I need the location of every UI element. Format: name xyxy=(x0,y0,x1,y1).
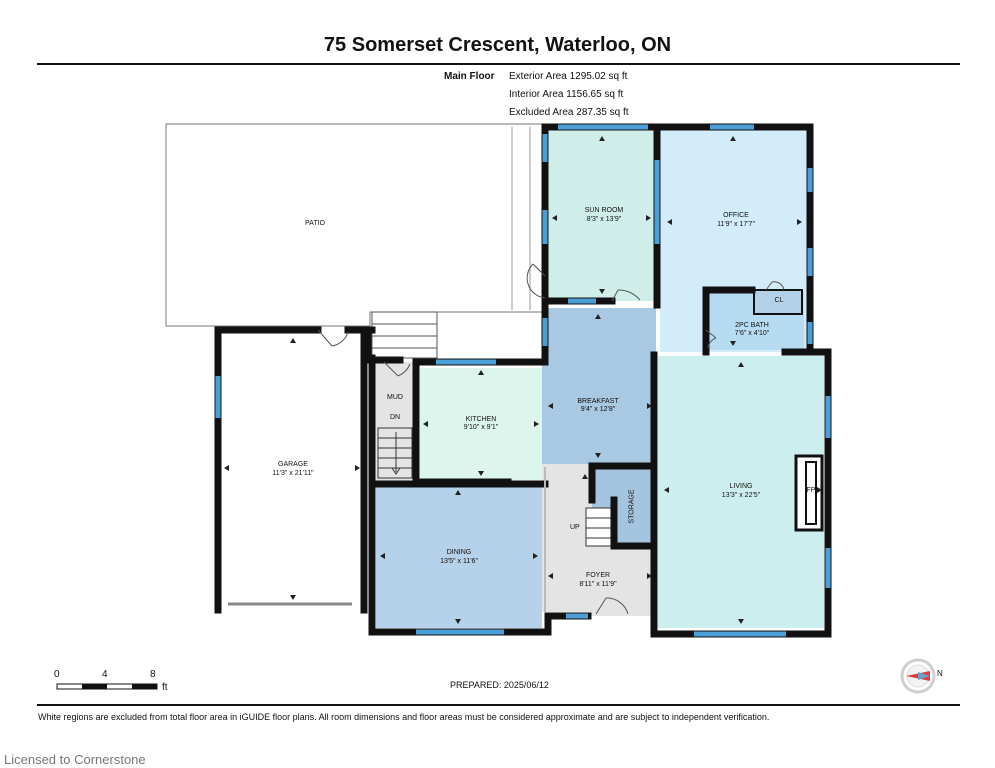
room-foyer: FOYER 8'11" x 11'9" xyxy=(558,571,638,589)
room-name: STORAGE xyxy=(628,489,636,524)
stair-up-label: UP xyxy=(570,524,580,531)
excluded-area: Excluded Area 287.35 sq ft xyxy=(509,107,629,118)
room-name: PATIO xyxy=(305,220,325,227)
room-breakfast: BREAKFAST 9'4" x 12'8" xyxy=(556,398,640,414)
room-patio: PATIO xyxy=(260,220,370,227)
room-sunroom: SUN ROOM 8'3" x 13'9" xyxy=(562,206,646,224)
room-dims: 13'3" x 22'5" xyxy=(721,492,761,499)
room-name: LIVING xyxy=(729,483,753,490)
room-closet: CL xyxy=(764,297,794,304)
scale-unit: ft xyxy=(162,682,168,693)
room-name: DINING xyxy=(446,549,472,556)
room-name: 2PC BATH xyxy=(735,322,769,329)
breakfast-floor xyxy=(542,308,656,464)
floor-label: Main Floor xyxy=(444,71,495,82)
room-name: OFFICE xyxy=(723,212,749,219)
room-garage: GARAGE 11'3" x 21'11" xyxy=(250,460,336,478)
room-dims: 9'10" x 9'1" xyxy=(463,424,499,431)
scale-mark: 8 xyxy=(150,669,156,680)
room-name: KITCHEN xyxy=(465,416,497,423)
scale-mark: 0 xyxy=(54,669,60,680)
room-dims: 7'6" x 4'10" xyxy=(734,330,770,337)
room-name: BREAKFAST xyxy=(577,398,619,405)
dining-floor xyxy=(376,486,542,628)
room-office: OFFICE 11'9" x 17'7" xyxy=(694,211,778,229)
fireplace xyxy=(794,454,824,532)
door-swings xyxy=(317,263,785,615)
dimension-arrows xyxy=(224,136,822,624)
compass-icon xyxy=(900,658,936,694)
mud-floor xyxy=(372,362,418,482)
garage-floor xyxy=(222,333,364,607)
interior-area: Interior Area 1156.65 sq ft xyxy=(509,89,624,100)
room-dims: 13'5" x 11'6" xyxy=(440,558,478,565)
exterior-steps xyxy=(371,311,438,359)
exterior-area: Exterior Area 1295.02 sq ft xyxy=(509,71,628,82)
room-living: LIVING 13'3" x 22'5" xyxy=(696,482,786,500)
sunroom-floor xyxy=(548,130,656,301)
room-storage: STORAGE xyxy=(629,477,636,537)
room-dims: 8'3" x 13'9" xyxy=(586,216,622,223)
prepared-date: PREPARED: 2025/06/12 xyxy=(450,680,549,690)
room-bath: 2PC BATH 7'6" x 4'10" xyxy=(712,322,792,338)
room-dims: 8'11" x 11'9" xyxy=(579,581,617,588)
fireplace-label: FP xyxy=(806,487,816,494)
stair-up xyxy=(585,507,615,547)
room-dining: DINING 13'5" x 11'6" xyxy=(416,548,502,566)
closet-floor xyxy=(753,289,803,315)
room-dims: 11'9" x 17'7" xyxy=(717,221,755,228)
title-rule xyxy=(37,63,960,65)
room-name: FOYER xyxy=(585,572,611,579)
footer-rule xyxy=(37,704,960,706)
kitchen-floor xyxy=(420,368,542,480)
room-kitchen: KITCHEN 9'10" x 9'1" xyxy=(440,416,522,432)
scale-mark: 4 xyxy=(102,669,108,680)
room-name: SUN ROOM xyxy=(584,207,624,214)
windows xyxy=(215,124,831,637)
room-dims: 9'4" x 12'8" xyxy=(580,406,616,413)
footnote: White regions are excluded from total fl… xyxy=(38,712,770,722)
license-watermark: Licensed to Cornerstone xyxy=(4,752,146,767)
plan-title: 75 Somerset Crescent, Waterloo, ON xyxy=(323,34,672,56)
room-name: CL xyxy=(774,297,784,304)
compass-north-label: N xyxy=(937,669,943,678)
room-dims: 11'3" x 21'11" xyxy=(272,470,314,477)
room-name: GARAGE xyxy=(278,461,308,468)
stair-down xyxy=(377,427,413,479)
stair-dn-label: DN xyxy=(389,414,401,421)
room-name: MUD xyxy=(387,394,403,401)
room-mud: MUD xyxy=(376,394,414,401)
scale-bar xyxy=(56,683,158,690)
